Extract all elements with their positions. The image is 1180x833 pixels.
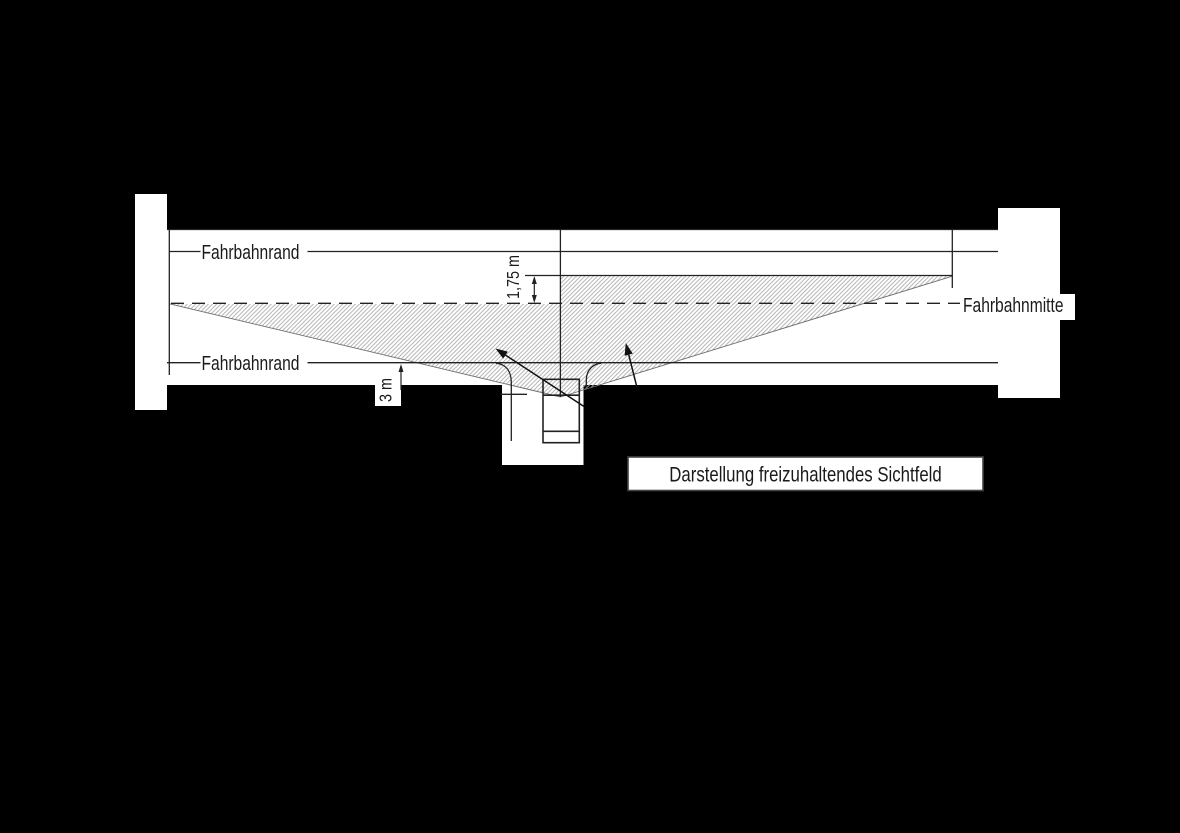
- caption-text: Darstellung freizuhaltendes Sichtfeld: [669, 464, 941, 487]
- dim-1-75m-arrow-down: [531, 295, 537, 303]
- caption-box: [627, 456, 984, 492]
- dim-1-75m-arrow-up: [531, 276, 537, 284]
- road-center-label-backing: [1060, 294, 1075, 320]
- left-margin-strip: [135, 194, 167, 410]
- dim-3m-backing: [375, 383, 401, 406]
- right-margin-block: [998, 208, 1060, 398]
- road-edge-bottom-label: Fahrbahnrand: [202, 352, 300, 374]
- road-edge-top-label: Fahrbahnrand: [202, 241, 300, 263]
- vehicle-body: [542, 378, 581, 444]
- road-center-label: Fahrbahnmitte: [963, 294, 1064, 316]
- sight-arrow-right-head: [624, 343, 633, 356]
- dim-1-75m-label: 1,75 m: [504, 255, 524, 299]
- junction-curve-left: [495, 362, 512, 441]
- dim-3m-arrow-up: [398, 364, 404, 372]
- dimension-1-75m: [531, 276, 537, 303]
- sight-line-right: [560, 275, 953, 398]
- sight-arrow-left-head: [495, 348, 508, 359]
- road-lines: [167, 228, 998, 441]
- sight-arrow-left-shaft: [505, 354, 585, 408]
- sight-direction-arrows: [495, 343, 638, 408]
- sight-arrow-right-shaft: [627, 354, 638, 388]
- dimension-3m: [398, 364, 404, 390]
- sight-line-left: [169, 303, 561, 398]
- dim-3m-label: 3 m: [376, 378, 396, 402]
- junction-curve-right: [585, 362, 602, 387]
- vehicle: [542, 378, 581, 444]
